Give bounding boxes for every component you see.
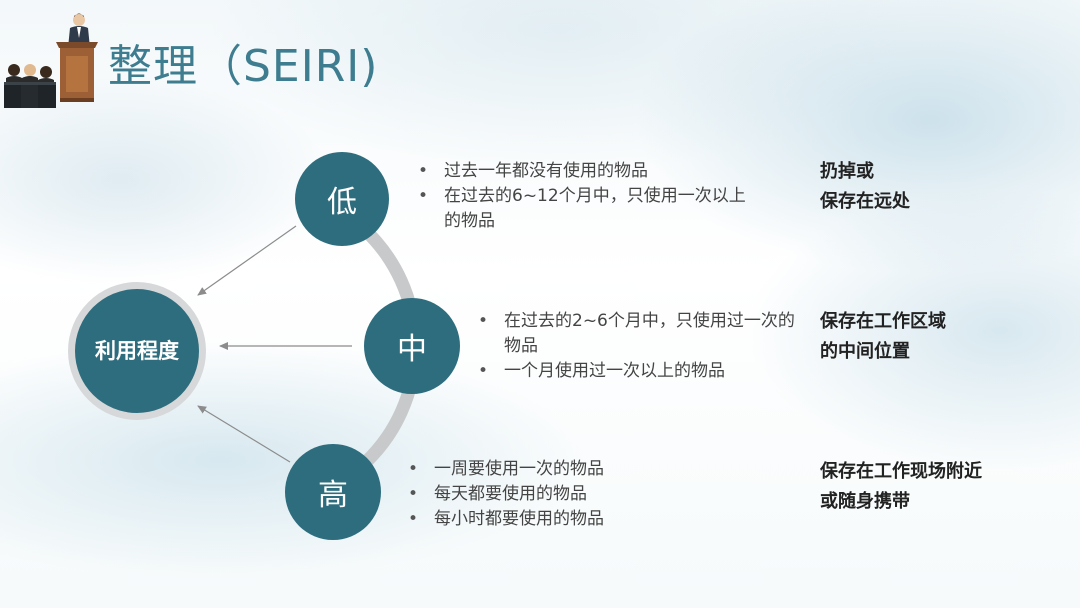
level-mid-label: 中 [397, 332, 427, 367]
list-item-text: 在过去的6~12个月中，只使用一次以上的物品 [444, 186, 746, 231]
list-item-text: 每天都要使用的物品 [434, 484, 587, 504]
list-item: • 每天都要使用的物品 [406, 482, 726, 507]
list-item-text: 每小时都要使用的物品 [434, 509, 604, 529]
bullet-icon: • [408, 484, 419, 504]
list-item-text: 在过去的2~6个月中，只使用过一次的物品 [504, 311, 795, 356]
action-line: 保存在工作现场附近 [820, 461, 982, 482]
page-title: 整理（SEIRI) [108, 41, 379, 92]
action-line: 保存在远处 [820, 191, 910, 212]
bullet-icon: • [408, 509, 419, 529]
level-high-items: • 一周要使用一次的物品 • 每天都要使用的物品 • 每小时都要使用的物品 [406, 457, 726, 532]
list-item: • 每小时都要使用的物品 [406, 507, 726, 532]
bullet-icon: • [408, 459, 419, 479]
level-low-label: 低 [327, 185, 357, 220]
action-line: 扔掉或 [820, 161, 874, 182]
list-item: • 在过去的6~12个月中，只使用一次以上的物品 [416, 184, 756, 234]
level-high-action: 保存在工作现场附近 或随身携带 [820, 457, 982, 517]
usage-level-ring: 利用程度 [68, 282, 206, 420]
list-item-text: 一周要使用一次的物品 [434, 459, 604, 479]
list-item: • 在过去的2~6个月中，只使用过一次的物品 [476, 309, 796, 359]
level-mid-action: 保存在工作区域 的中间位置 [820, 307, 946, 367]
presenter-podium-audience-icon [4, 13, 98, 108]
level-low-circle: 低 [295, 152, 389, 246]
bullet-icon: • [418, 161, 429, 181]
arrow-low [197, 225, 297, 296]
action-line: 保存在工作区域 [820, 311, 946, 332]
list-item-text: 一个月使用过一次以上的物品 [504, 361, 725, 381]
level-low-action: 扔掉或 保存在远处 [820, 157, 910, 217]
level-high-circle: 高 [285, 444, 381, 540]
list-item: • 一周要使用一次的物品 [406, 457, 726, 482]
action-line: 或随身携带 [820, 491, 910, 512]
level-mid-circle: 中 [364, 298, 460, 394]
bullet-icon: • [418, 186, 429, 206]
bullet-icon: • [478, 311, 489, 331]
level-mid-items: • 在过去的2~6个月中，只使用过一次的物品 • 一个月使用过一次以上的物品 [476, 309, 796, 384]
level-high-label: 高 [318, 478, 348, 513]
usage-level-circle: 利用程度 [75, 289, 199, 413]
arrow-high [197, 405, 291, 463]
usage-level-label: 利用程度 [95, 339, 179, 363]
list-item: • 一个月使用过一次以上的物品 [476, 359, 796, 384]
level-low-items: • 过去一年都没有使用的物品 • 在过去的6~12个月中，只使用一次以上的物品 [416, 159, 756, 234]
list-item-text: 过去一年都没有使用的物品 [444, 161, 648, 181]
action-line: 的中间位置 [820, 341, 910, 362]
list-item: • 过去一年都没有使用的物品 [416, 159, 756, 184]
bullet-icon: • [478, 361, 489, 381]
